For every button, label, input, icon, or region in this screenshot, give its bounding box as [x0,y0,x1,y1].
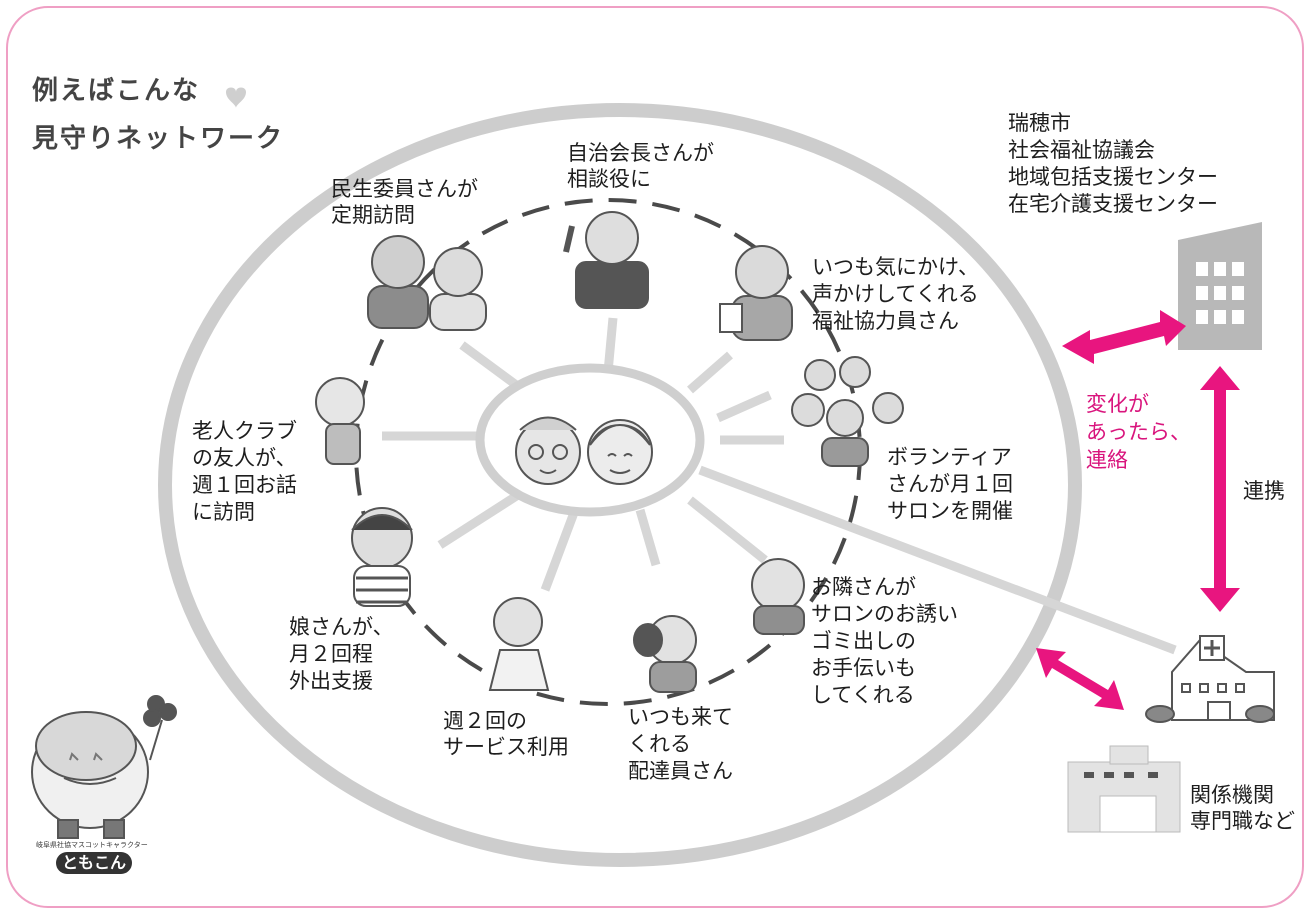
minsei-figure-icon [367,235,487,331]
label-daughter: 娘さんが、 月２回程 外出支援 [289,615,394,693]
label-delivery: いつも来て くれる 配達員さん [628,705,733,783]
daughter-figure-icon [351,507,413,607]
heart-icon [226,87,246,108]
label-renkei: 連携 [1243,479,1285,503]
volunteer-group-icon [791,356,904,467]
label-fukushi: いつも気にかけ、 声かけしてくれる 福祉協力員さん [812,255,979,333]
hospital-icon [1145,635,1275,723]
jichikai-figure-icon [563,211,649,309]
heading-line-1: 例えばこんな [32,76,201,106]
fukushi-figure-icon [719,245,793,341]
service-worker-figure-icon [488,597,550,691]
building-icon [1178,222,1262,350]
page-frame [6,6,1304,908]
arrow-hospital-to-circle [1036,648,1124,710]
elderly-couple-icon [515,416,653,485]
heading-line-2: 見守りネットワーク [32,124,285,154]
mascot-name: ともこん [56,852,133,874]
mascot-tomokon-icon [31,695,177,839]
label-change: 変化が あったら、 連絡 [1086,392,1191,472]
arrow-renkei [1200,366,1240,612]
label-service: 週２回の サービス利用 [443,709,569,759]
neighbor-figure-icon [751,558,805,635]
delivery-figure-icon [633,615,697,693]
mascot-caption: 岐阜県社協マスコットキャラクター [36,841,148,849]
label-org: 瑞穂市 社会福祉協議会 地域包括支援センター 在宅介護支援センター [1008,111,1218,216]
label-roujin: 老人クラブ の友人が、 週１回お話 に訪問 [192,419,297,524]
arrows [1036,310,1240,710]
label-agencies: 関係機関 専門職など [1190,783,1295,833]
agency-building-icon [1067,745,1181,833]
label-minsei: 民生委員さんが 定期訪問 [331,177,478,227]
roujin-figure-icon [315,377,365,465]
label-jichikai: 自治会長さんが 相談役に [567,141,714,191]
spokes [382,317,784,592]
outer-ellipse [158,103,1082,867]
link-to-hospital [698,465,1177,655]
label-neighbor: お隣さんが サロンのお誘い ゴミ出しの お手伝いも してくれる [811,575,958,707]
label-volunteer: ボランティア さんが月１回 サロンを開催 [887,445,1013,523]
arrow-building-to-circle [1062,310,1186,364]
